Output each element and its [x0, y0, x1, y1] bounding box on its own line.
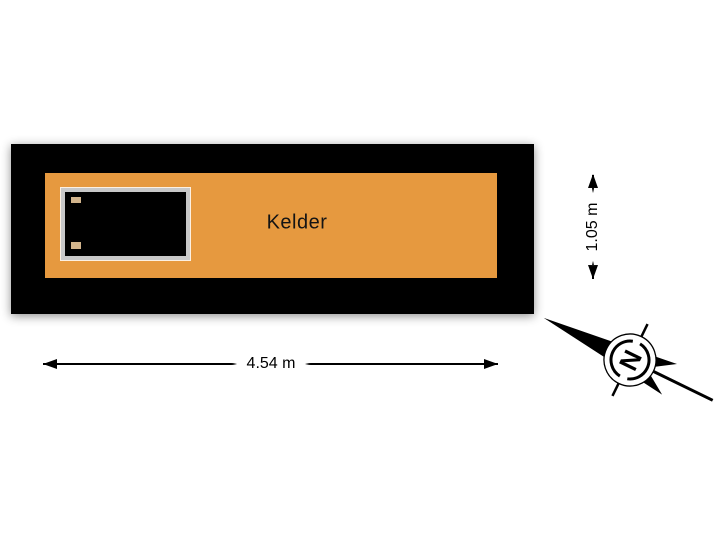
dimension-width-label: 4.54 m	[236, 352, 306, 376]
compass-ring	[609, 339, 651, 381]
fixture-box[interactable]	[61, 188, 190, 260]
fixture-hinge-bottom	[71, 242, 81, 249]
fixture-hinge-top	[71, 197, 81, 203]
room-label: Kelder	[266, 211, 328, 234]
arrow-right-icon	[484, 359, 498, 369]
arrow-up-icon	[588, 174, 598, 188]
arrow-left-icon	[43, 359, 57, 369]
compass-tail	[645, 366, 714, 402]
room-kelder[interactable]: Kelder	[45, 173, 497, 278]
compass-icon[interactable]: N	[520, 250, 720, 470]
arrow-down-icon	[588, 265, 598, 279]
building-walls: Kelder	[11, 144, 534, 314]
